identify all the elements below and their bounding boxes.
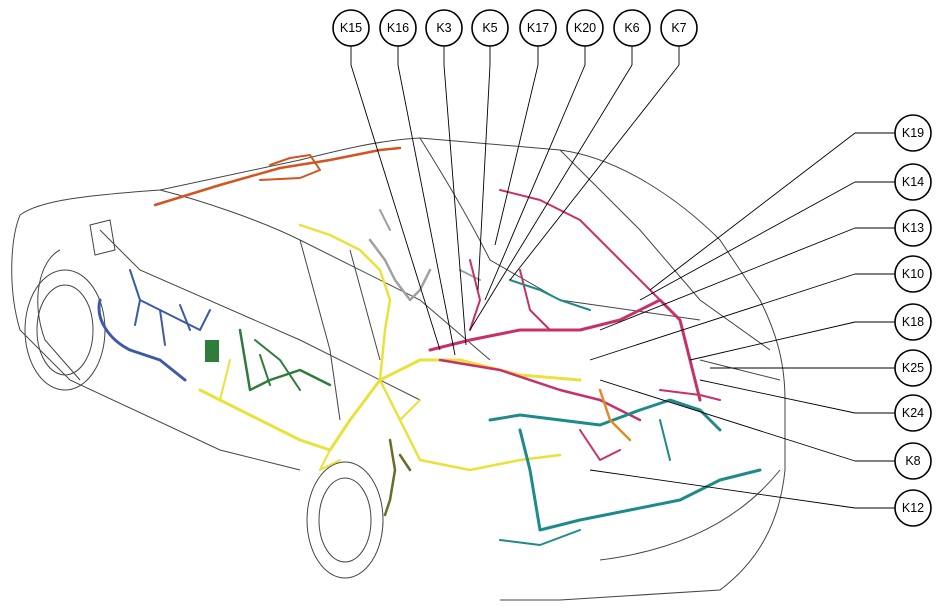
orange-harness xyxy=(598,388,632,442)
svg-text:K8: K8 xyxy=(905,454,920,468)
callout-k24[interactable]: K24 xyxy=(894,394,932,432)
callout-k15[interactable]: K15 xyxy=(332,9,370,47)
callout-k14[interactable]: K14 xyxy=(894,163,932,201)
interior-gray-harness xyxy=(368,209,481,302)
car-body-outline xyxy=(11,137,786,601)
rear-door-harness xyxy=(205,328,332,392)
svg-text:K6: K6 xyxy=(624,21,639,35)
callout-k7[interactable]: K7 xyxy=(660,9,698,47)
leader-lines-right xyxy=(589,132,895,509)
svg-text:K18: K18 xyxy=(902,315,924,329)
svg-text:K25: K25 xyxy=(902,361,924,375)
callout-k25[interactable]: K25 xyxy=(894,349,932,387)
callout-k18[interactable]: K18 xyxy=(894,303,932,341)
main-floor-harness xyxy=(198,223,582,472)
svg-text:K17: K17 xyxy=(527,21,549,35)
callout-k19[interactable]: K19 xyxy=(894,114,932,152)
svg-text:K7: K7 xyxy=(671,21,686,35)
svg-text:K19: K19 xyxy=(902,126,924,140)
callouts-top: K15 K16 K3 K5 K17 K20 K6 K7 xyxy=(332,9,698,47)
svg-text:K24: K24 xyxy=(902,406,924,420)
callout-k12[interactable]: K12 xyxy=(894,489,932,527)
callout-k5[interactable]: K5 xyxy=(471,9,509,47)
svg-text:K14: K14 xyxy=(902,175,924,189)
svg-text:K16: K16 xyxy=(387,21,409,35)
svg-text:K5: K5 xyxy=(482,21,497,35)
callout-k20[interactable]: K20 xyxy=(566,9,604,47)
callout-k3[interactable]: K3 xyxy=(425,9,463,47)
callout-k17[interactable]: K17 xyxy=(519,9,557,47)
leader-lines-top xyxy=(350,46,680,356)
callouts-right: K19 K14 K13 K10 K18 K25 K24 K8 K12 xyxy=(894,114,932,527)
svg-text:K12: K12 xyxy=(902,501,924,515)
door-module-icon xyxy=(205,340,219,362)
callout-k10[interactable]: K10 xyxy=(894,255,932,293)
svg-text:K15: K15 xyxy=(340,21,362,35)
svg-text:K20: K20 xyxy=(574,21,596,35)
front-door-harness xyxy=(97,269,211,382)
callout-k13[interactable]: K13 xyxy=(894,209,932,247)
svg-text:K13: K13 xyxy=(902,221,924,235)
svg-text:K3: K3 xyxy=(436,21,451,35)
callout-k6[interactable]: K6 xyxy=(613,9,651,47)
olive-harness xyxy=(383,438,412,517)
svg-text:K10: K10 xyxy=(902,267,924,281)
callout-k8[interactable]: K8 xyxy=(894,442,932,480)
callout-k16[interactable]: K16 xyxy=(379,9,417,47)
roof-harness xyxy=(153,146,402,207)
body-magenta-harness xyxy=(428,189,721,461)
